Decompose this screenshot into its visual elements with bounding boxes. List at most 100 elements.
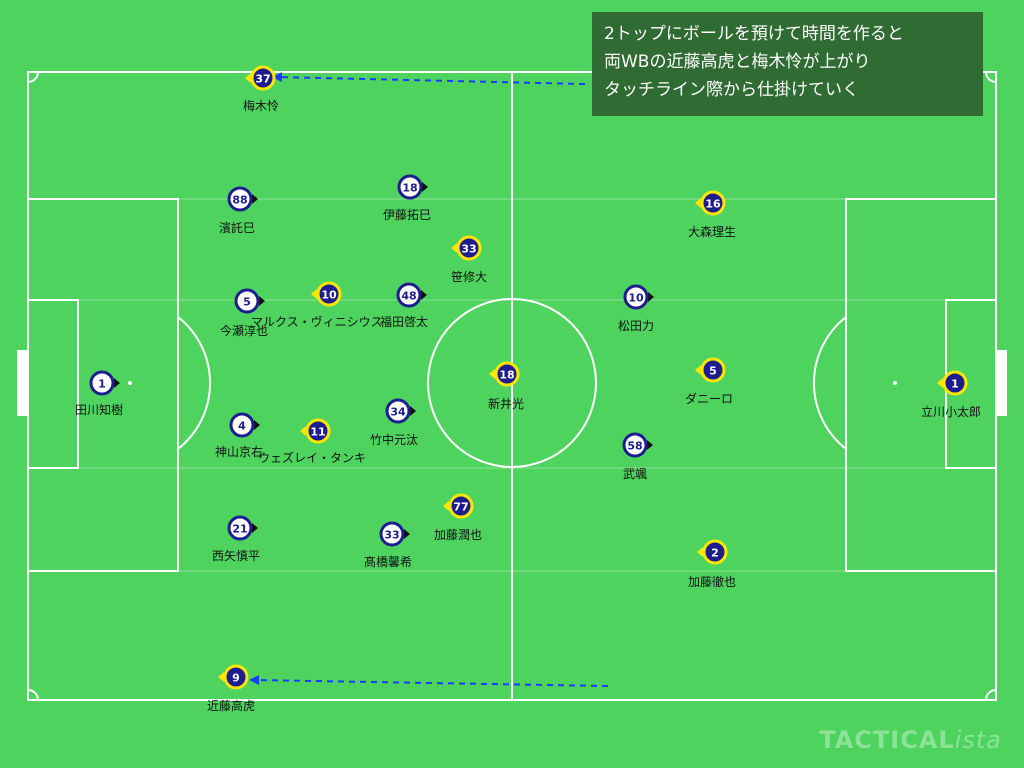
facing-indicator bbox=[647, 440, 653, 450]
facing-indicator bbox=[410, 406, 416, 416]
player-name: 近藤高虎 bbox=[207, 698, 255, 713]
player-disc bbox=[700, 357, 726, 383]
player-number: 10 bbox=[628, 292, 644, 305]
player-number: 34 bbox=[390, 406, 406, 419]
player-number: 1 bbox=[98, 378, 106, 391]
facing-indicator bbox=[245, 73, 251, 83]
player-number: 21 bbox=[232, 523, 247, 536]
player-disc bbox=[456, 235, 482, 261]
facing-indicator bbox=[254, 420, 260, 430]
player-marker-p6: 18 伊藤拓巳 bbox=[383, 174, 431, 222]
right-goal bbox=[996, 350, 1007, 416]
facing-indicator bbox=[252, 194, 258, 204]
facing-indicator bbox=[114, 378, 120, 388]
annotation-line-2: 両WBの近藤高虎と梅木怜が上がり bbox=[604, 52, 871, 72]
player-disc bbox=[250, 65, 276, 91]
player-number: 5 bbox=[709, 365, 717, 378]
player-name: 大森理生 bbox=[688, 224, 736, 239]
facing-indicator bbox=[404, 529, 410, 539]
facing-indicator bbox=[697, 547, 703, 557]
player-name: 笹修大 bbox=[451, 269, 487, 284]
facing-indicator bbox=[489, 369, 495, 379]
facing-indicator bbox=[259, 296, 265, 306]
player-name: マルクス・ヴィニシウス bbox=[251, 314, 383, 329]
player-marker-p10: 10 松田力 bbox=[618, 284, 654, 333]
center-circle bbox=[427, 298, 597, 468]
player-name: ウェズレイ・タンキ bbox=[258, 450, 366, 465]
player-number: 37 bbox=[255, 73, 270, 86]
player-name: 田川知樹 bbox=[75, 403, 123, 417]
player-marker-a7: 16 大森理生 bbox=[688, 190, 736, 239]
player-number: 18 bbox=[499, 369, 514, 382]
corner-arc-top-left bbox=[27, 71, 39, 83]
player-name: 武颯 bbox=[623, 467, 647, 481]
annotation-line-1: 2トップにボールを預けて時間を作ると bbox=[604, 24, 904, 44]
left-penalty-spot bbox=[128, 381, 132, 385]
player-number: 16 bbox=[705, 198, 721, 211]
player-disc bbox=[700, 190, 726, 216]
player-name: 西矢慎平 bbox=[212, 549, 260, 563]
player-disc bbox=[316, 281, 342, 307]
right-penalty-arc bbox=[812, 316, 847, 450]
player-number: 18 bbox=[402, 182, 417, 195]
player-name: 松田力 bbox=[618, 319, 654, 333]
watermark-main-text: TACTICAL bbox=[819, 726, 955, 754]
player-disc bbox=[448, 493, 474, 519]
player-marker-p5: 21 西矢慎平 bbox=[212, 515, 260, 563]
player-disc bbox=[623, 284, 649, 310]
player-disc bbox=[234, 288, 260, 314]
player-marker-p1: 1 田川知樹 bbox=[75, 370, 123, 417]
right-penalty-spot bbox=[893, 381, 897, 385]
player-disc bbox=[227, 186, 253, 212]
player-name: 神山京右 bbox=[215, 444, 263, 459]
facing-indicator bbox=[648, 292, 654, 302]
player-marker-a1: 37 梅木怜 bbox=[243, 65, 279, 113]
players-layer: 1田川知樹88濱託巳5今瀬淳也4神山京右21西矢慎平18伊藤拓巳48福田啓太34… bbox=[75, 65, 981, 713]
player-number: 5 bbox=[243, 296, 251, 309]
left-penalty-arc bbox=[177, 316, 212, 450]
player-disc bbox=[227, 515, 253, 541]
facing-indicator bbox=[422, 182, 428, 192]
player-name: 濱託巳 bbox=[219, 220, 255, 235]
player-disc bbox=[494, 361, 520, 387]
left-goal bbox=[17, 350, 28, 416]
player-name: 伊藤拓巳 bbox=[383, 208, 431, 222]
player-name: 竹中元汰 bbox=[370, 432, 418, 447]
facing-indicator bbox=[252, 523, 258, 533]
player-disc bbox=[229, 412, 255, 438]
player-marker-p8: 34 竹中元汰 bbox=[370, 398, 418, 447]
player-name: 今瀬淳也 bbox=[220, 323, 268, 338]
player-marker-a2: 10 マルクス・ヴィニシウス bbox=[251, 281, 383, 329]
player-number: 33 bbox=[461, 243, 476, 256]
player-disc bbox=[385, 398, 411, 424]
watermark-script-text: ista bbox=[954, 726, 1002, 754]
player-disc bbox=[305, 418, 331, 444]
player-number: 58 bbox=[627, 440, 642, 453]
player-number: 48 bbox=[401, 290, 416, 303]
facing-indicator bbox=[443, 501, 449, 511]
player-name: 梅木怜 bbox=[243, 98, 279, 113]
player-number: 9 bbox=[232, 672, 240, 685]
facing-indicator bbox=[695, 198, 701, 208]
player-disc bbox=[942, 370, 968, 396]
player-name: ダニーロ bbox=[685, 391, 733, 406]
player-disc bbox=[379, 521, 405, 547]
player-name: 加藤徹也 bbox=[688, 574, 736, 589]
player-marker-a9: 2 加藤徹也 bbox=[688, 539, 736, 589]
player-number: 2 bbox=[711, 547, 719, 560]
corner-arc-bottom-right bbox=[985, 689, 997, 701]
corner-arc-bottom-left bbox=[27, 689, 39, 701]
player-disc bbox=[396, 282, 422, 308]
player-disc bbox=[702, 539, 728, 565]
corner-arc-top-right bbox=[985, 71, 997, 83]
player-number: 77 bbox=[453, 501, 468, 514]
player-number: 33 bbox=[384, 529, 399, 542]
player-number: 10 bbox=[321, 289, 337, 302]
facing-indicator bbox=[937, 378, 943, 388]
player-marker-p3: 5 今瀬淳也 bbox=[220, 288, 268, 338]
